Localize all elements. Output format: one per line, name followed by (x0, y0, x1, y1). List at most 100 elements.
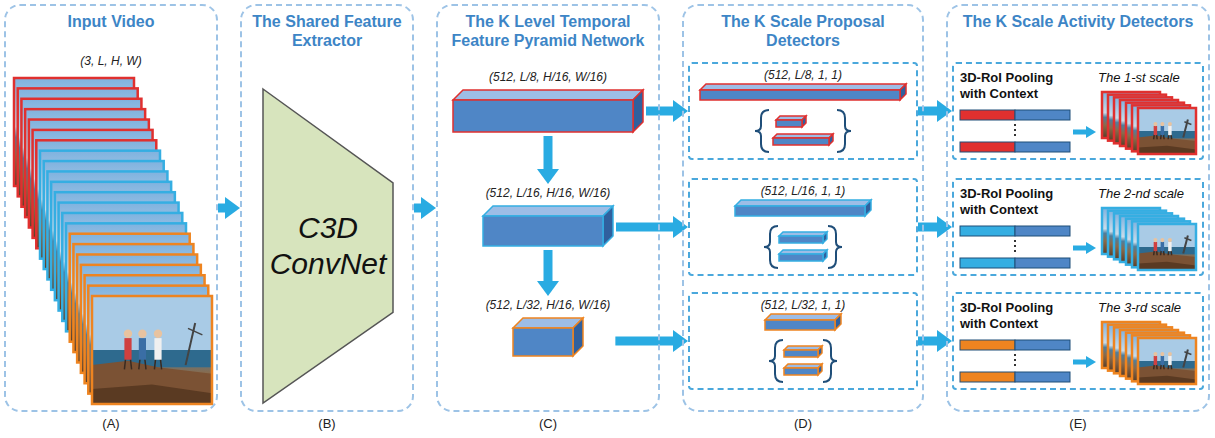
pooled-bar (1015, 258, 1070, 268)
block-top (765, 314, 841, 320)
scene-pole (1184, 122, 1191, 125)
bracket (769, 340, 783, 382)
proposal-detector: (512, L/32, 1, 1) (688, 292, 918, 390)
video-frame (1138, 338, 1196, 384)
block-front (453, 100, 633, 132)
detector-text: 3D-RoI Pooling with Context (960, 300, 1072, 332)
scene-person (124, 338, 131, 360)
block-front (483, 216, 603, 246)
feature-block (453, 90, 643, 132)
pooled-bar (960, 110, 1015, 120)
frame-image (1138, 108, 1196, 154)
panel-heading: The K Level Temporal Feature Pyramid Net… (444, 12, 652, 50)
scene-head (124, 330, 132, 338)
scene-head (1160, 352, 1164, 356)
ellipsis-line (1014, 124, 1016, 139)
scene-person (1161, 126, 1164, 135)
proposal-detector: (512, L/8, 1, 1) (688, 62, 918, 160)
convnet-trapezoid: C3D ConvNet (262, 88, 394, 404)
panel-heading: The K Scale Activity Detectors (954, 12, 1202, 31)
flow-arrow (218, 204, 225, 213)
scene-rock (1138, 136, 1196, 154)
tensor-shape: (3, L, H, W) (80, 54, 141, 69)
flow-arrow (616, 223, 673, 232)
scene-sky (92, 296, 212, 350)
scene-leg (160, 359, 161, 370)
block-front (776, 120, 802, 127)
pooled-bar (960, 340, 1015, 350)
activity-detector: 3D-RoI Pooling with ContextThe 2-nd scal… (952, 178, 1204, 276)
block-front (784, 350, 818, 357)
pooled-bar (960, 226, 1015, 236)
frame-image (1138, 224, 1196, 270)
panel-letter: (B) (318, 416, 335, 432)
feature-block (779, 250, 827, 261)
panel-letter: (C) (539, 416, 557, 432)
pooled-bar (1015, 340, 1070, 350)
feature-block (784, 346, 822, 357)
block-front (700, 90, 900, 100)
scene-leg (124, 359, 125, 370)
detector-text: 3D-RoI Pooling with Context (960, 70, 1072, 102)
scene-leg (1167, 251, 1169, 256)
scene-person (1168, 242, 1171, 251)
feature-block (483, 206, 613, 246)
trapezoid-shape (263, 89, 393, 403)
scene-pole (1184, 238, 1191, 241)
scene-head (1153, 122, 1157, 126)
scene-head (1168, 352, 1172, 356)
tensor-shape: (512, L/8, H/16, W/16) (450, 70, 646, 85)
block-front (735, 206, 865, 216)
feature-level: (512, L/32, H/16, W/16) (481, 296, 616, 360)
small-arrow-head (1086, 356, 1096, 368)
block-side (633, 90, 643, 132)
frame-border (92, 296, 212, 404)
activity-detector: 3D-RoI Pooling with ContextThe 1-st scal… (952, 62, 1204, 160)
tensor-shape: (512, L/16, H/16, W/16) (480, 186, 616, 201)
block-side (603, 206, 613, 246)
feature-level: (512, L/16, H/16, W/16) (480, 184, 616, 250)
pooled-bar (1015, 142, 1070, 152)
block-front (765, 320, 835, 330)
feature-block (773, 134, 833, 145)
scene-head (1153, 352, 1157, 356)
frame-border (1138, 224, 1196, 270)
scene-leg (1167, 365, 1169, 370)
scene-leg (139, 359, 140, 370)
panel-heading: Input Video (12, 12, 210, 31)
flow-arrow (544, 250, 553, 281)
detector-text: The 3-rd scale (1098, 300, 1200, 316)
feature-block (779, 232, 827, 243)
scene-leg (1170, 251, 1172, 256)
stage-panel: The K Scale Activity Detectors 3D-RoI Poo… (946, 4, 1210, 412)
scene-head (1168, 122, 1172, 126)
scene-leg (1156, 135, 1158, 140)
small-arrow (1073, 246, 1086, 251)
block-front (779, 236, 823, 243)
scene-rock (1138, 366, 1196, 384)
scene-head (138, 330, 146, 338)
scene-leg (130, 359, 131, 370)
scene-leg (1170, 135, 1172, 140)
pooled-bar (1015, 110, 1070, 120)
scene-leg (1153, 135, 1155, 140)
block-top (735, 200, 871, 206)
tensor-shape: (512, L/8, 1, 1) (690, 68, 916, 83)
ellipsis-line (1014, 240, 1016, 255)
block-front (773, 138, 829, 145)
scene-person (1161, 242, 1164, 251)
scene-pole (188, 328, 202, 334)
small-arrow-head (1086, 242, 1096, 254)
scene-person (154, 338, 161, 360)
scene-person (1154, 356, 1157, 365)
panel-letter: (D) (794, 416, 812, 432)
scene-person (139, 338, 146, 360)
feature-block (735, 200, 871, 216)
bracket (828, 226, 842, 268)
scene-head (1160, 122, 1164, 126)
frame-border (1138, 338, 1196, 384)
scene-leg (1153, 251, 1155, 256)
pooled-bar (960, 258, 1015, 268)
